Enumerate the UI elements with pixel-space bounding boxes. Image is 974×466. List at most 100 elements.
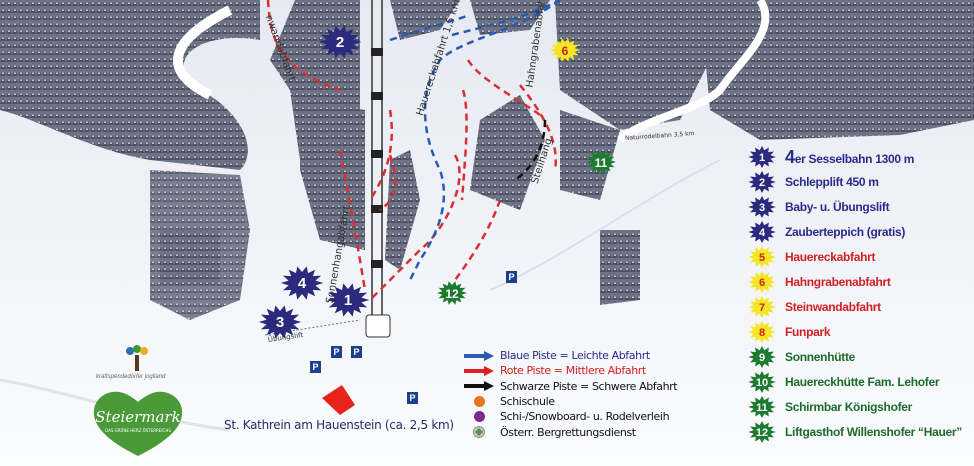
piste-legend-item: Rote Piste = Mittlere Abfahrt [462,363,646,378]
parking-icon: P [310,361,321,373]
map-badge-6: 6 [550,38,580,62]
legend-badge-icon: 5 [748,246,776,268]
legend-text: Liftgasthof Willenshofer “Hauer” [785,425,962,439]
legend-item-1: 1 4er Sesselbahn 1300 m [745,146,914,168]
legend-prefix: 4 [785,146,795,167]
legend-number: 4 [759,227,766,239]
dot-icon [473,395,485,407]
badge-number: 4 [298,275,307,292]
legend-text: Hauereckabfahrt [785,250,876,264]
legend-badge-icon: 2 [748,171,776,193]
legend-number: 5 [759,252,765,264]
legend-label: Hauereckabfahrt [785,250,876,264]
legend-number: 1 [759,152,765,164]
legend-badge-icon: 1 [748,146,776,168]
legend-badge-icon: 11 [748,396,776,418]
legend-number: 12 [756,427,768,439]
legend-text: Hahngrabenabfahrt [785,275,891,289]
legend-number: 7 [759,302,765,314]
arrow-icon [464,350,494,361]
badge-number: 12 [445,287,459,301]
parking-icon: P [506,271,517,283]
forest-areas [0,0,974,320]
legend-text: Funpark [785,325,831,339]
tree-caption: kraftspendedörfer joglland [96,374,166,380]
map-badge-1: 1 [326,283,370,317]
map-badge-4: 4 [280,266,324,300]
map-badge-12: 12 [437,281,467,305]
legend-number: 3 [759,202,765,214]
piste-legend-label: Schwarze Piste = Schwere Abfahrt [500,379,678,393]
legend-item-6: 6 Hahngrabenabfahrt [745,271,891,293]
legend-number: 10 [756,377,768,389]
legend-text: Schlepplift 450 m [785,175,879,189]
badge-star [550,38,580,62]
legend-number: 6 [759,277,765,289]
legend-item-10: 10 Hauereckhütte Fam. Lehofer [745,371,940,393]
legend-badge-icon: 8 [748,321,776,343]
map-badge-3: 3 [258,305,302,339]
legend-item-12: 12 Liftgasthof Willenshofer “Hauer” [745,421,962,443]
steiermark-logo: Steiermark DAS GRÜNE HERZ ÖSTERREICHS [92,388,184,458]
badge-star [258,305,302,339]
town-label: St. Kathrein am Hauenstein (ca. 2,5 km) [224,418,454,432]
pistes [266,0,561,301]
legend-badge-icon: 6 [748,271,776,293]
legend-text: er Sesselbahn 1300 m [794,151,915,166]
legend-text: Baby- u. Übungslift [785,200,890,214]
badge-star [280,266,324,300]
legend-badge-icon: 3 [748,196,776,218]
legend-badge-icon: 4 [748,221,776,243]
legend-item-2: 2 Schlepplift 450 m [745,171,879,193]
legend-text: Sonnenhütte [785,350,856,364]
legend-label: 4er Sesselbahn 1300 m [785,147,914,168]
legend-badge-icon: 10 [748,371,776,393]
parking-icon: P [407,392,418,404]
badge-number: 6 [562,44,569,58]
badge-star [318,25,362,59]
piste-legend-item: Schi-/Snowboard- u. Rodelverleih [462,409,670,424]
legend-label: Hauereckhütte Fam. Lehofer [785,375,940,389]
piste-legend-label: Österr. Bergrettungsdienst [500,425,636,439]
legend-number: 2 [759,177,765,189]
legend-item-5: 5 Hauereckabfahrt [745,246,876,268]
arrow-icon [464,365,494,376]
legend-text: Hauereckhütte Fam. Lehofer [785,375,940,389]
legend-item-9: 9 Sonnenhütte [745,346,855,368]
legend-badge-icon: 9 [748,346,776,368]
legend-item-8: 8 Funpark [745,321,831,343]
legend-label: Funpark [785,325,831,339]
parking-icon: P [331,346,342,358]
legend-label: Steinwandabfahrt [785,300,881,314]
direction-arrow [322,385,355,415]
legend-label: Zauberteppich (gratis) [785,225,905,239]
badge-number: 2 [336,34,344,51]
legend-item-4: 4 Zauberteppich (gratis) [745,221,905,243]
parking-icon: P [351,346,362,358]
piste-legend-label: Blaue Piste = Leichte Abfahrt [500,349,650,362]
badge-number: 11 [595,156,608,170]
piste-legend-label: Schi-/Snowboard- u. Rodelverleih [500,410,670,424]
legend-text: Steinwandabfahrt [785,300,881,314]
legend-item-11: 11 Schirmbar Königshofer [745,396,912,418]
legend-text: Zauberteppich (gratis) [785,225,906,239]
legend-number: 11 [756,402,768,414]
map-badge-2: 2 [318,25,362,59]
piste-legend-label: Schischule [500,394,555,408]
badge-number: 3 [276,314,284,331]
legend-label: Baby- u. Übungslift [785,200,890,214]
legend-number: 9 [759,352,765,364]
badge-star [326,283,370,317]
badge-star [586,150,616,174]
logo-brand: Steiermark [95,408,180,426]
legend-text: Schirmbar Königshofer [785,400,913,414]
legend-label: Liftgasthof Willenshofer “Hauer” [785,425,962,439]
legend-label: Sonnenhütte [785,350,855,364]
piste-legend-item: Schischule [462,394,555,409]
badge-star [437,281,467,305]
piste-legend-label: Rote Piste = Mittlere Abfahrt [500,364,646,378]
piste-legend-item: Blaue Piste = Leichte Abfahrt [462,348,650,363]
legend-item-7: 7 Steinwandabfahrt [745,296,881,318]
arrow-icon [464,381,494,392]
legend-label: Schlepplift 450 m [785,175,879,189]
